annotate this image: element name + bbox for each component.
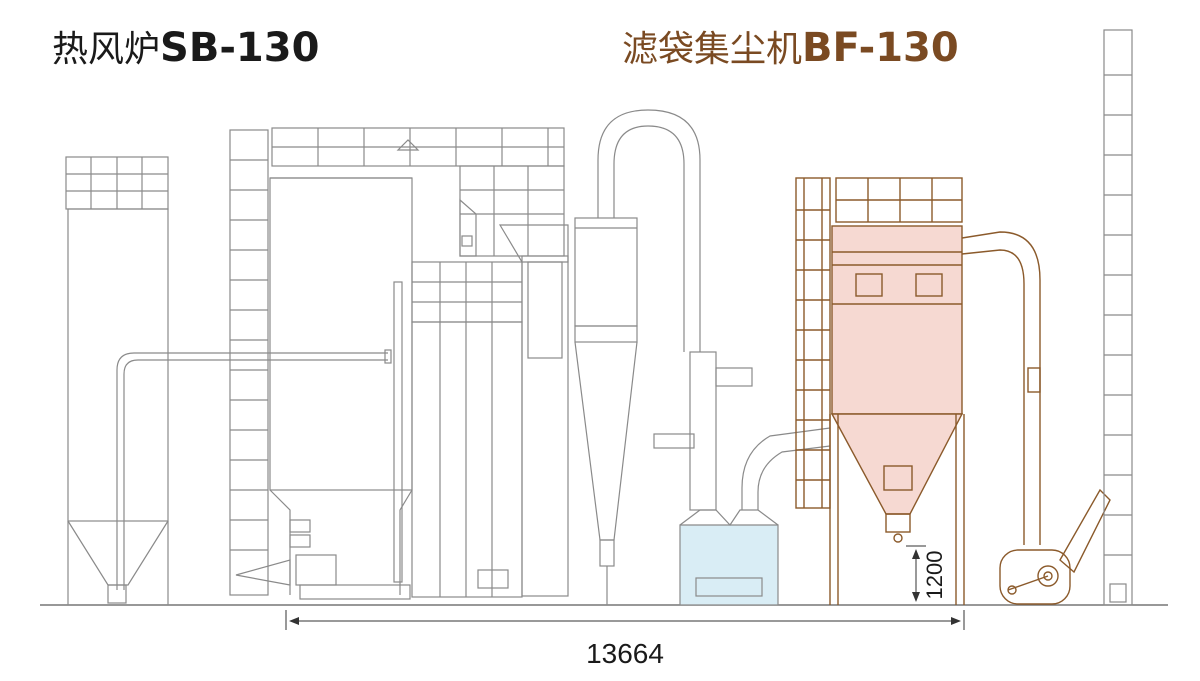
overall-length-label: 13664 bbox=[586, 638, 664, 669]
title-right-name: 滤袋集尘机 bbox=[622, 29, 803, 70]
title-right-model: BF-130 bbox=[802, 25, 959, 71]
hot-air-furnace bbox=[229, 127, 569, 600]
chimney-stack bbox=[1103, 29, 1133, 606]
cyclone-separator bbox=[574, 109, 701, 605]
title-bag-filter-collector: 滤袋集尘机BF-130 bbox=[622, 28, 959, 68]
feed-pipe bbox=[116, 349, 392, 590]
dimension-overall-length: 13664 bbox=[285, 610, 965, 669]
title-hot-air-furnace: 热风炉SB-130 bbox=[52, 28, 319, 68]
bag-filter-collector bbox=[795, 177, 1111, 605]
title-left-name: 热风炉 bbox=[52, 29, 161, 70]
title-left-model: SB-130 bbox=[160, 25, 320, 71]
storage-silo bbox=[65, 156, 169, 605]
hopper-clearance-label: 1200 bbox=[922, 551, 947, 600]
dimension-hopper-clearance: 1200 bbox=[906, 545, 947, 602]
intermediate-hopper bbox=[653, 351, 831, 606]
